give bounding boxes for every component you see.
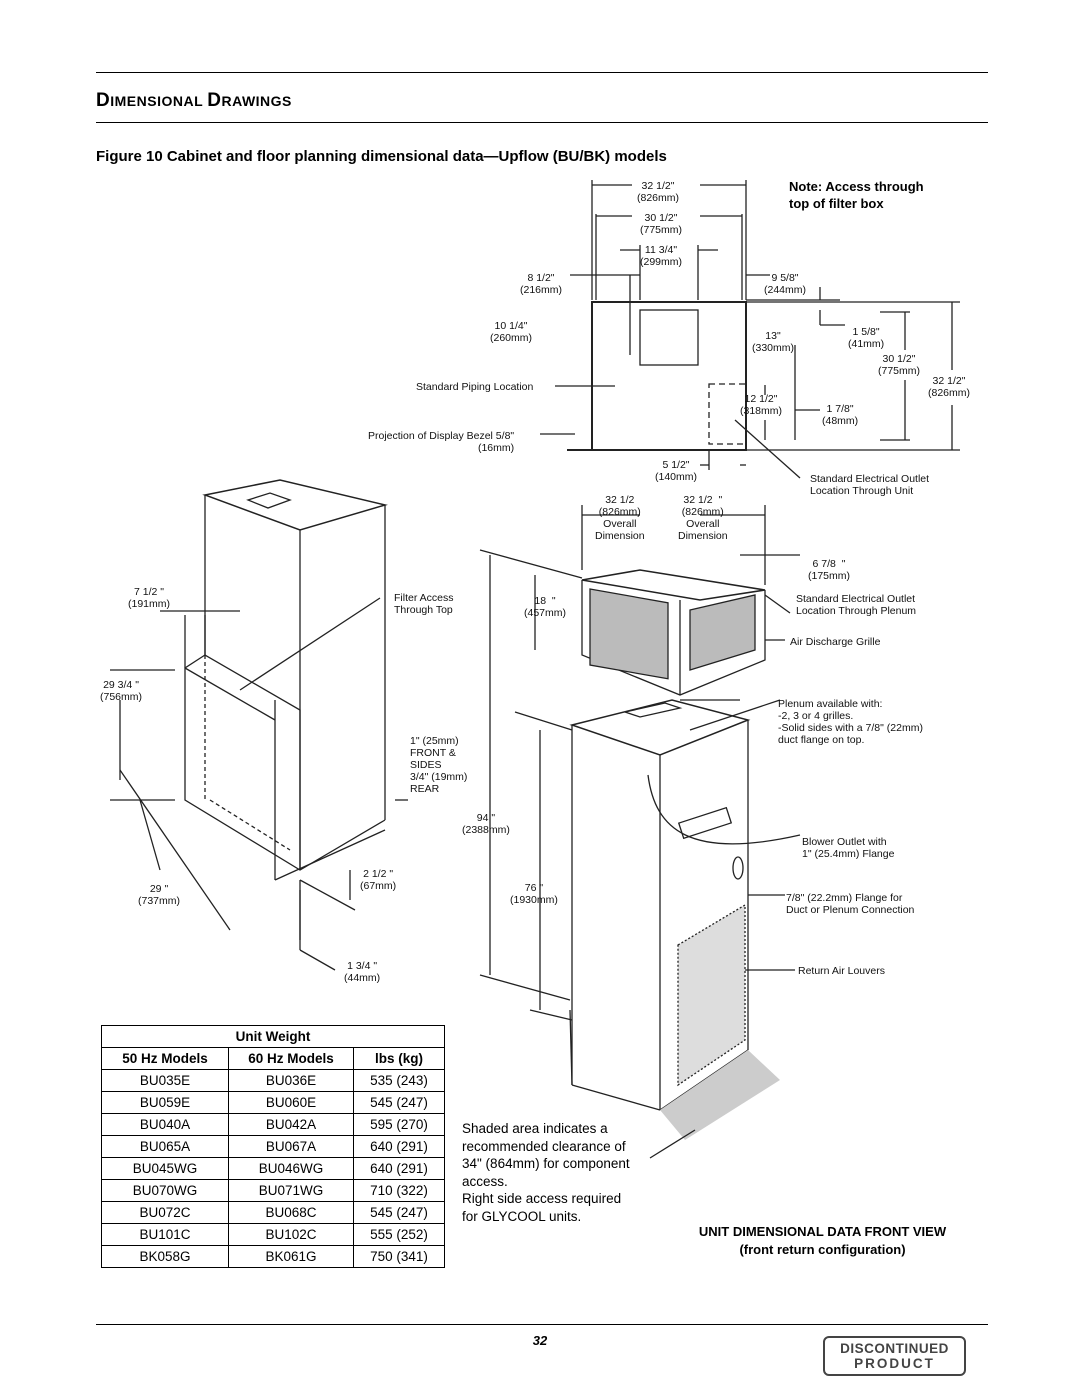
bottom-rule [96,1324,988,1325]
flange-label: 7/8" (22.2mm) Flange for Duct or Plenum … [786,892,915,916]
top-rule [96,72,988,73]
dim-30-5-side: 30 1/2" (775mm) [878,353,921,377]
floor-stand-drawing [110,479,408,971]
dim-2-5: 2 1/2 " (67mm) [360,868,397,892]
page-number: 32 [532,1333,548,1348]
dim-overall-left: 32 1/2 (826mm) Overall Dimension [595,494,645,542]
blower-outlet-label: Blower Outlet with 1" (25.4mm) Flange [802,836,895,860]
piping-location-label: Standard Piping Location [416,381,534,393]
plenum-drawing [479,505,800,701]
col-60hz: 60 Hz Models [228,1047,354,1070]
table-title: Unit Weight [101,1025,445,1048]
elec-outlet-plenum-label: Standard Electrical Outlet Location Thro… [796,593,917,617]
dim-13: 13" (330mm) [752,330,795,354]
dim-6-875: 6 7/8 " (175mm) [808,558,851,582]
filter-access-label: Filter Access Through Top [394,592,454,616]
discontinued-stamp: DISCONTINUED PRODUCT [823,1336,966,1376]
shaded-area-note: Shaded area indicates a recommended clea… [462,1121,630,1224]
dim-overall-right: 32 1/2 " (826mm) Overall Dimension [678,494,728,542]
dim-10-25: 10 1/4" (260mm) [490,320,533,344]
unit-drawing [479,555,801,1159]
dim-76: 76 " (1930mm) [510,882,558,906]
dim-1-75: 1 3/4 " (44mm) [344,960,381,984]
dim-1-625: 1 5/8" (41mm) [848,326,885,350]
access-note: Note: Access through top of filter box [789,179,924,211]
dim-12-5: 12 1/2" (318mm) [740,393,783,417]
dim-11-75: 11 3/4" (299mm) [640,244,683,268]
plenum-available-label: Plenum available with: -2, 3 or 4 grille… [778,698,923,746]
elec-outlet-unit-label: Standard Electrical Outlet Location Thro… [810,473,930,497]
front-sides-rear-label: 1" (25mm) FRONT & SIDES 3/4" (19mm) REAR [410,735,468,795]
dim-7-5: 7 1/2 " (191mm) [128,586,171,610]
dim-32-5-side: 32 1/2" (826mm) [928,375,971,399]
table-header-row: 50 Hz Models 60 Hz Models lbs (kg) [101,1047,445,1070]
top-view-drawing [540,180,960,479]
dim-5-5: 5 1/2" (140mm) [655,459,698,483]
dim-29: 29 " (737mm) [138,883,181,907]
dim-8-5: 8 1/2" (216mm) [520,272,563,296]
section-title: DIMENSIONAL DRAWINGS [96,90,292,111]
front-view-title: UNIT DIMENSIONAL DATA FRONT VIEW (front … [698,1224,947,1257]
col-50hz: 50 Hz Models [101,1047,229,1070]
bezel-label: Projection of Display Bezel 5/8" (16mm) [368,430,515,454]
col-weight: lbs (kg) [353,1047,445,1070]
dim-18: 18 " (457mm) [524,595,567,619]
dim-30-5-top: 30 1/2" (775mm) [640,212,683,236]
dim-94: 94 " (2388mm) [462,812,510,836]
air-discharge-grille-label: Air Discharge Grille [790,636,881,648]
dim-9-625: 9 5/8" (244mm) [764,272,807,296]
return-air-louvers-label: Return Air Louvers [798,965,885,977]
title-rule [96,122,988,123]
dim-1-875: 1 7/8" (48mm) [822,403,859,427]
unit-weight-table: Unit Weight 50 Hz Models 60 Hz Models lb… [101,1025,445,1268]
figure-caption: Figure 10 Cabinet and floor planning dim… [96,148,667,165]
dim-29-75: 29 3/4 " (756mm) [100,679,143,703]
dim-32-5-top: 32 1/2" (826mm) [637,180,680,204]
